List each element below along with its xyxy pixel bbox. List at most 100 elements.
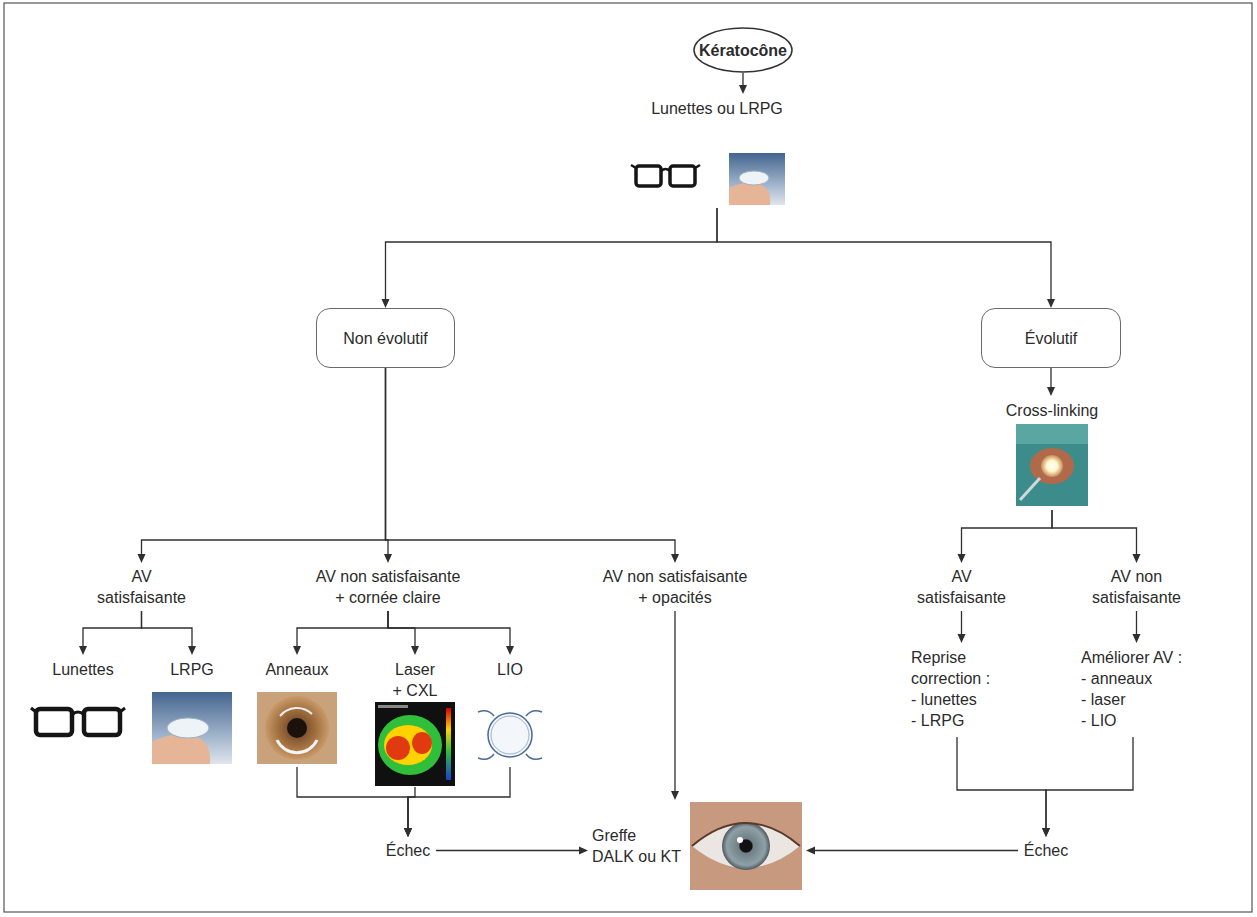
flow-node: Cross-linking: [997, 396, 1107, 510]
node-text: - LIO: [1081, 710, 1117, 731]
connector: [293, 611, 388, 655]
connector-line: [142, 368, 386, 554]
node-text: Lunettes: [52, 659, 113, 680]
node-text: AV non satisfaisante + opacités: [597, 566, 753, 608]
connector: [958, 611, 966, 643]
connector: [1042, 737, 1133, 837]
flow-node: Améliorer AV :- anneaux- laser- LIO: [1077, 643, 1189, 737]
connector: [79, 611, 142, 655]
node-text: Non évolutif: [343, 328, 428, 349]
flow-node: AV non satisfaisante + cornée claire: [306, 563, 470, 611]
connector: [1133, 611, 1141, 643]
arrowhead: [506, 646, 514, 655]
arrowhead: [382, 299, 390, 308]
connector: [138, 368, 386, 563]
flow-node: Reprise correction :- lunettes- LRPG: [907, 643, 1007, 737]
flow-node: AV non satisfaisante: [1080, 563, 1193, 611]
intraocular-lens: [470, 706, 550, 764]
connector: [1047, 368, 1055, 396]
connector: [958, 510, 1053, 563]
flow-node: Greffe DALK ou KT: [588, 800, 806, 892]
connector-line: [142, 611, 193, 646]
node-text: Kératocône: [699, 40, 787, 61]
arrowhead: [1133, 634, 1141, 643]
node-text: - anneaux: [1081, 668, 1152, 689]
arrowhead: [138, 554, 146, 563]
connector: [386, 368, 680, 563]
rounded-box: Évolutif: [981, 308, 1121, 368]
flow-node: Laser + CXL: [370, 655, 460, 787]
flow-node: LRPG: [147, 655, 237, 767]
connector: [382, 208, 718, 308]
connector: [671, 611, 679, 800]
connector-line: [1136, 611, 1137, 634]
connector-line: [297, 611, 388, 646]
arrowhead: [958, 554, 966, 563]
connector: [142, 611, 197, 655]
node-text: Anneaux: [265, 659, 328, 680]
flow-node: Lunettes: [28, 655, 138, 739]
arrowhead: [384, 554, 392, 563]
connector: [404, 767, 510, 837]
arrowhead: [958, 634, 966, 643]
node-text: Évolutif: [1025, 328, 1077, 349]
connector: [388, 611, 514, 655]
start-ellipse: Kératocône: [693, 27, 793, 73]
node-text: Cross-linking: [1006, 400, 1098, 421]
flow-node: AV satisfaisante: [905, 563, 1018, 611]
arrowhead: [1042, 828, 1050, 837]
topography-map: [375, 702, 455, 786]
connector-line: [388, 611, 510, 646]
connector: [957, 737, 1050, 837]
eye-photo: [690, 802, 802, 890]
connector-line: [1050, 368, 1051, 387]
arrowhead: [671, 791, 679, 800]
node-text: Laser + CXL: [390, 659, 440, 701]
arrowhead: [293, 646, 301, 655]
connector: [717, 208, 1055, 308]
connector: [388, 611, 419, 655]
node-text: Greffe DALK ou KT: [592, 825, 682, 867]
arrowhead: [1133, 554, 1141, 563]
rounded-box: Non évolutif: [316, 308, 455, 368]
arrowhead: [404, 828, 412, 837]
connector: [436, 847, 588, 855]
node-text: AV non satisfaisante: [1084, 566, 1189, 608]
connector-line: [1046, 737, 1133, 828]
connector-line: [717, 208, 1051, 299]
node-text: Améliorer AV :: [1081, 647, 1182, 668]
glasses-icon: [31, 708, 125, 735]
glasses-icon: [631, 165, 700, 186]
arrowhead: [806, 847, 815, 855]
node-text: - laser: [1081, 689, 1125, 710]
arrowhead: [1047, 299, 1055, 308]
connector: [404, 787, 415, 837]
connector-line: [674, 611, 675, 791]
arrowhead: [188, 646, 196, 655]
connector-line: [436, 850, 579, 851]
connector-line: [962, 510, 1053, 554]
arrowhead: [1042, 828, 1050, 837]
node-text: AV non satisfaisante + cornée claire: [310, 566, 466, 608]
ring-photo: [257, 692, 337, 764]
node-text: Reprise correction :: [911, 647, 1001, 689]
connector-line: [742, 73, 743, 85]
connector: [297, 767, 412, 837]
connector: [739, 73, 747, 94]
lens-photo: [729, 153, 785, 205]
connector-line: [408, 767, 510, 828]
connector: [1052, 510, 1141, 563]
arrowhead: [404, 828, 412, 837]
flow-node: Échec: [1018, 837, 1074, 864]
connector-line: [957, 737, 1046, 828]
arrowhead: [579, 847, 588, 855]
node-text: Lunettes ou LRPG: [651, 98, 783, 119]
flow-node: AV non satisfaisante + opacités: [593, 563, 757, 611]
node-text: Échec: [386, 840, 430, 861]
node-text: - LRPG: [911, 710, 1001, 731]
lens-photo: [152, 692, 232, 764]
connector-line: [1052, 510, 1137, 554]
node-text: AV satisfaisante: [909, 566, 1014, 608]
